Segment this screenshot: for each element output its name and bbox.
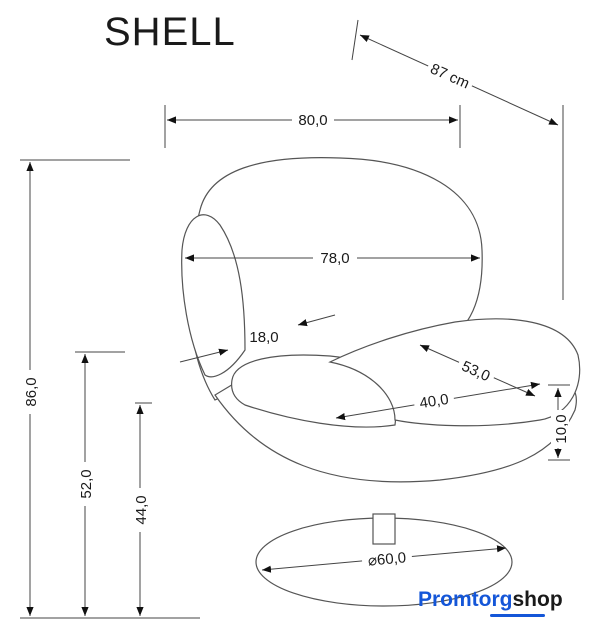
logo-underline <box>490 614 545 617</box>
label-inner-width: 78,0 <box>320 250 349 267</box>
label-arm-height: 52,0 <box>78 469 95 498</box>
label-total-height: 86,0 <box>23 377 40 406</box>
logo-part-promtorg: Promtorg <box>418 588 513 611</box>
brand-logo[interactable]: Promtorgshop <box>418 588 563 612</box>
label-back-thickness: 18,0 <box>249 329 278 346</box>
product-title: SHELL <box>104 10 236 54</box>
dimension-labels: 87 cm 80,0 78,0 18,0 53,0 40,0 10,0 86,0… <box>22 57 570 571</box>
logo-part-shop: shop <box>512 588 563 611</box>
label-cushion-height: 10,0 <box>553 414 570 443</box>
label-base-diameter: ⌀60,0 <box>367 549 407 569</box>
label-seat-height: 44,0 <box>133 495 150 524</box>
label-width: 80,0 <box>298 112 327 129</box>
extension-lines <box>20 19 570 619</box>
label-seat-width: 40,0 <box>418 391 450 412</box>
